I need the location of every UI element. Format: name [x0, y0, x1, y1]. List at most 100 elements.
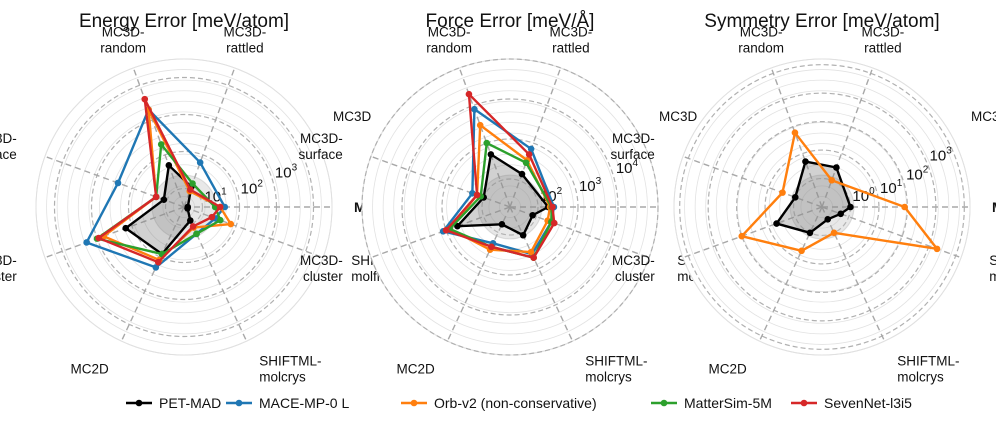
decade-ring [764, 149, 880, 265]
legend-item: Orb-v2 (non-conservative) [401, 395, 597, 411]
tick-label: 101 [880, 178, 903, 197]
data-point [529, 211, 536, 219]
legend-swatch-marker [135, 399, 143, 407]
spoke [758, 206, 823, 342]
data-point [802, 158, 809, 165]
series-fill [457, 154, 549, 236]
legend-label: SevenNet-l3i5 [824, 395, 912, 411]
data-point [498, 221, 506, 228]
series-sevennet-l3i5 [442, 90, 558, 262]
data-point [847, 203, 854, 211]
axis-label: MC3D-random [100, 25, 146, 56]
axis-label: MC2D [397, 361, 436, 376]
data-point [95, 234, 102, 242]
grid-ring [46, 69, 322, 345]
grid-ring [694, 79, 950, 335]
axis-label: SHIFTML-molfrags [989, 253, 996, 284]
axis-label: MC3D-cluster [0, 253, 17, 284]
axis-label: MAD [992, 199, 996, 215]
data-point [114, 179, 122, 187]
axis-label-mc3d: MC3D [333, 109, 372, 124]
spoke [370, 155, 511, 208]
data-point [519, 231, 527, 239]
panel-title: Energy Error [meV/atom] [79, 11, 289, 32]
data-point [141, 95, 149, 103]
spoke [509, 67, 562, 208]
data-point [187, 186, 194, 193]
grid-ring [56, 79, 312, 335]
spoke [132, 67, 185, 208]
data-point [184, 204, 191, 212]
spoke [183, 206, 324, 259]
grid-ring [35, 58, 333, 356]
axis-label: MC2D [71, 361, 110, 376]
axis-label: MC3D-rattled [224, 25, 267, 56]
data-point [530, 254, 537, 262]
radar-panel-3: Symmetry Error [meV/atom]MADMC3D-rattled… [610, 11, 996, 384]
data-point [525, 151, 533, 158]
data-point [798, 247, 805, 255]
data-point [442, 226, 450, 234]
decade-ring [441, 138, 579, 276]
data-point [527, 145, 535, 153]
data-point [901, 203, 908, 211]
data-point [550, 219, 558, 227]
legend: PET-MAD MACE-MP-0 L Orb-v2 (non-conservati… [126, 395, 912, 411]
spoke [120, 206, 185, 342]
axis-label: SHIFTML-molcrys [897, 353, 959, 384]
tick-label: 102 [906, 164, 929, 183]
data-point [806, 229, 814, 237]
legend-label: MACE-MP-0 L [259, 395, 349, 411]
data-point [160, 196, 168, 203]
data-point [208, 213, 216, 221]
axis-label: SHIFTML-molcrys [259, 353, 321, 384]
data-point [518, 170, 526, 178]
decade-ring [361, 58, 659, 356]
data-point [779, 189, 786, 196]
legend-label: PET-MAD [159, 395, 221, 411]
grid-ring [684, 69, 960, 345]
data-point [933, 245, 941, 253]
axis-label: MC3D-rattled [550, 25, 593, 56]
data-point [549, 203, 556, 211]
radar-panel-1: Energy Error [meV/atom]MADMC3D-rattledMC… [0, 11, 414, 384]
grid-ring [393, 90, 627, 324]
data-point [465, 90, 473, 98]
series-pet-mad [454, 151, 552, 239]
grid-ring [673, 58, 971, 356]
spoke [44, 206, 185, 259]
axis-label: MC3D-cluster [612, 253, 655, 284]
spoke [509, 206, 574, 342]
series-sevennet-l3i5 [95, 95, 224, 266]
data-point [165, 162, 173, 169]
legend-item: SevenNet-l3i5 [791, 395, 912, 411]
legend-swatch-marker [800, 399, 808, 407]
grid-ring [382, 79, 638, 335]
grid-ring [67, 90, 301, 324]
axis-label: MC3D-random [426, 25, 472, 56]
spoke [682, 206, 823, 259]
axis-label: MC3D-surface [298, 131, 342, 162]
data-point [187, 217, 194, 224]
data-point [154, 258, 162, 266]
data-point [487, 151, 495, 158]
data-point [476, 121, 484, 129]
data-point [522, 159, 530, 167]
axis-label: MC3D-surface [0, 131, 17, 162]
decade-ring [401, 98, 619, 316]
data-point [473, 191, 481, 199]
data-point [791, 129, 799, 136]
legend-item: MatterSim-5M [651, 395, 772, 411]
panel-title: Symmetry Error [meV/atom] [704, 11, 939, 32]
data-point [122, 224, 130, 232]
spoke [821, 67, 874, 208]
series-orb-v2-non-conservative- [738, 129, 941, 255]
data-point [152, 264, 160, 271]
data-point [189, 223, 197, 230]
data-point [196, 159, 204, 166]
data-point [483, 139, 491, 147]
legend-swatch-marker [410, 399, 418, 407]
data-point [773, 220, 780, 227]
tick-label: 102 [241, 178, 264, 197]
